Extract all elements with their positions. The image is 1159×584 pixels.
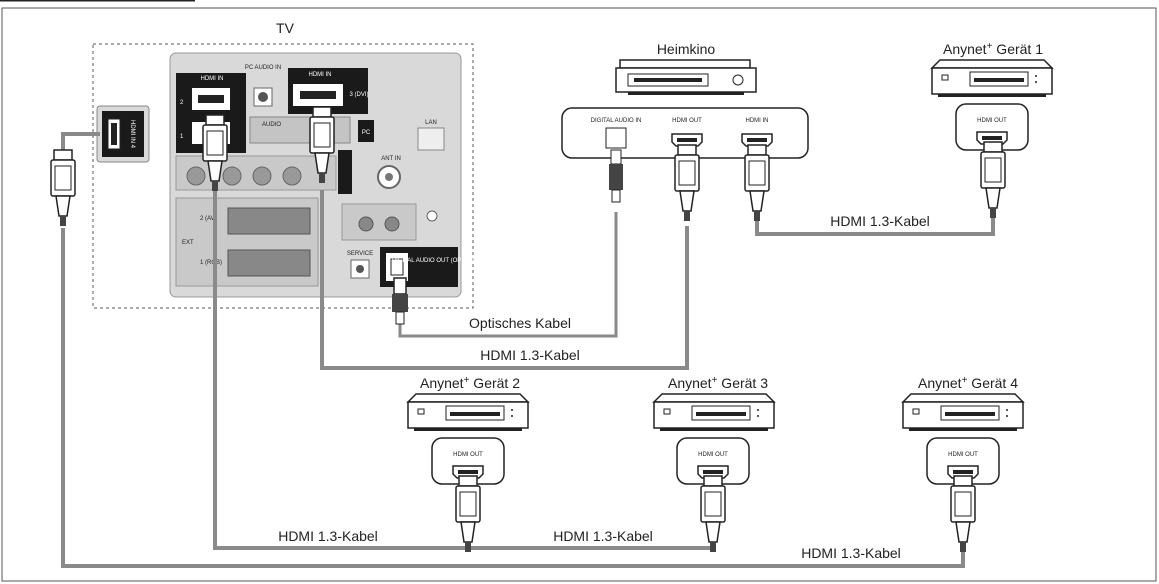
ht-optical-plug	[609, 149, 623, 203]
device-3-plus: +	[712, 375, 718, 386]
plug-side	[50, 149, 76, 227]
device-3-port-label: HDMI OUT	[698, 452, 728, 458]
ht-hdmi-out-plug	[674, 144, 700, 222]
tv-back-panel: HDMI IN 2 1 PC AUDIO IN HDMI IN 3 (DVI) …	[169, 52, 481, 298]
tv-side-hdmi-port: HDMI IN 4	[96, 105, 150, 163]
ext-label: EXT	[182, 240, 194, 246]
anynet-device-4: Anynet+ Gerät 4 HDMI OUT	[902, 375, 1024, 553]
tv-side-port-label: HDMI IN 4	[129, 120, 135, 149]
home-theater-device	[615, 59, 757, 95]
device-3-title-pre: Anynet	[668, 375, 712, 391]
label-optical-cable: Optisches Kabel	[469, 315, 571, 331]
ht-digital-audio-in-label: DIGITAL AUDIO IN	[591, 118, 642, 124]
cable-hdmi-ht-tv	[320, 190, 689, 370]
device-1-title-pre: Anynet	[943, 41, 987, 57]
label-hdmi-ht-tv: HDMI 1.3-Kabel	[480, 347, 580, 363]
device-2-port-label: HDMI OUT	[453, 452, 483, 458]
device-1-title-post: Gerät 1	[992, 41, 1043, 57]
svg-text:Anynet+ Gerät 4: Anynet+ Gerät 4	[918, 375, 1018, 391]
port-num-3: 3 (DVI)	[349, 92, 368, 98]
pc-label: PC	[362, 130, 371, 136]
cable-side-in	[61, 132, 100, 150]
ht-hdmi-in-label: HDMI IN	[746, 118, 769, 124]
optical-plug	[392, 277, 408, 325]
label-hdmi-dev2: HDMI 1.3-Kabel	[278, 528, 378, 544]
device-4-plus: +	[962, 375, 968, 386]
device-2-plus: +	[464, 375, 470, 386]
cable-hdmi-ht-dev1	[755, 216, 995, 236]
ht-hdmi-out-label: HDMI OUT	[672, 118, 702, 124]
ant-in-label: ANT IN	[381, 156, 401, 162]
label-hdmi-dev4: HDMI 1.3-Kabel	[801, 545, 901, 561]
home-theater-title: Heimkino	[657, 41, 716, 57]
device-3-title-post: Gerät 3	[717, 375, 768, 391]
port-num-1: 1	[180, 134, 184, 140]
ext2-label: 2 (AV)	[200, 216, 217, 222]
svg-text:Anynet+ Gerät 3: Anynet+ Gerät 3	[668, 375, 768, 391]
lan-label: LAN	[425, 120, 437, 126]
port-num-2: 2	[180, 100, 184, 106]
label-hdmi-dev3: HDMI 1.3-Kabel	[553, 528, 653, 544]
device-4-title-pre: Anynet	[918, 375, 962, 391]
audio-label: AUDIO	[262, 122, 281, 128]
pc-audio-label: PC AUDIO IN	[245, 65, 281, 71]
diagram-frame	[1, 7, 1157, 582]
digital-audio-out-label: DIGITAL AUDIO OUT (OPTICAL)	[392, 258, 481, 264]
device-4-port-label: HDMI OUT	[948, 452, 978, 458]
device-1-plus: +	[987, 41, 993, 52]
anynet-device-2: Anynet+ Gerät 2 HDMI OUT	[407, 375, 529, 553]
device-2-title-post: Gerät 2	[469, 375, 520, 391]
anynet-device-3: Anynet+ Gerät 3 HDMI OUT	[653, 375, 775, 553]
ht-hdmi-in-plug	[744, 144, 770, 222]
svg-text:Anynet+ Gerät 1: Anynet+ Gerät 1	[943, 41, 1043, 57]
label-hdmi-ht-dev1: HDMI 1.3-Kabel	[830, 213, 930, 229]
device-4-title-post: Gerät 4	[967, 375, 1018, 391]
anynet-device-1: Anynet+ Gerät 1 HDMI OUT	[931, 41, 1053, 219]
home-theater-ports: DIGITAL AUDIO IN HDMI OUT HDMI IN	[561, 107, 809, 159]
device-1-port-label: HDMI OUT	[977, 118, 1007, 124]
cable-optical	[398, 212, 618, 338]
ext1-label: 1 (RGB)	[200, 260, 222, 266]
hdmi-in-right-label: HDMI IN	[309, 72, 332, 78]
tv-title: TV	[276, 20, 295, 36]
hdmi-in-left-label: HDMI IN	[201, 76, 224, 82]
svg-text:Anynet+ Gerät 2: Anynet+ Gerät 2	[420, 375, 520, 391]
service-label: SERVICE	[347, 251, 373, 257]
tv-outline	[92, 43, 474, 309]
device-2-title-pre: Anynet	[420, 375, 464, 391]
